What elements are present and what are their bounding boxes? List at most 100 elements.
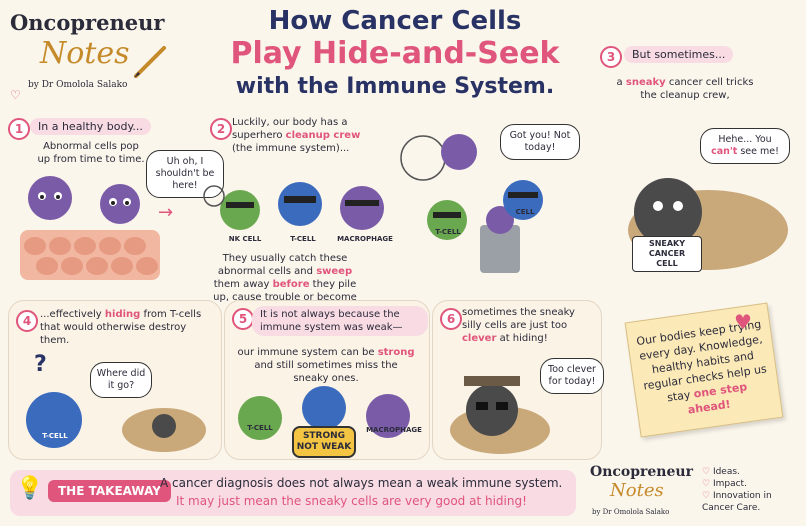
label-t-cell-p5: T-CELL xyxy=(247,424,273,432)
macrophage xyxy=(366,394,410,438)
immune-cells-illustration xyxy=(203,182,384,230)
note-emphasis: one step ahead! xyxy=(687,380,748,417)
t-cell xyxy=(26,392,82,448)
capture-scene xyxy=(400,134,543,273)
panel2-speech-bubble: Got you! Not today! xyxy=(500,124,580,160)
panel1-illustration xyxy=(20,176,160,280)
panel5-text-pre: our immune system can be xyxy=(237,347,375,358)
label-t-cell-p4: T-CELL xyxy=(42,432,68,440)
panel4-illustration xyxy=(26,392,206,452)
title-line2: Play Hide-and-Seek xyxy=(230,36,560,71)
panel3-text: a sneaky cancer cell tricks the cleanup … xyxy=(610,76,760,102)
footer-byline: by Dr Omolola Salako xyxy=(592,508,670,516)
strong-not-weak-shield: STRONG NOT WEAK xyxy=(292,426,356,458)
panel2-heading-post: (the immune system)... xyxy=(232,143,350,154)
panel6-speech-bubble: Too clever for today! xyxy=(540,358,604,394)
panel2-heading-pre: Luckily, our body has a superhero xyxy=(232,117,348,141)
panel4-heading-pre: ...effectively xyxy=(40,309,102,320)
panel1-speech-bubble: Uh oh, I shouldn't be here! xyxy=(146,150,224,198)
brand-byline: by Dr Omolola Salako xyxy=(28,80,128,90)
footer-item-ideas-text: Ideas. xyxy=(712,467,740,477)
abnormal-cell-2 xyxy=(100,184,140,224)
panel4-heading-em: hiding xyxy=(104,309,141,320)
heart-icon: ♡ xyxy=(702,491,713,501)
label-green-t-cell: T-CELL xyxy=(435,228,461,236)
nk-cell xyxy=(238,396,282,440)
title-line1: How Cancer Cells xyxy=(268,6,522,36)
panel2-text-mid: them away xyxy=(213,279,270,290)
panel2-text-em1: sweep xyxy=(316,266,353,277)
takeaway-tag: THE TAKEAWAY xyxy=(48,480,171,502)
sticky-note: Our bodies keep trying every day. Knowle… xyxy=(624,302,784,438)
panel3-speech-bubble: Hehe... You can't see me! xyxy=(700,128,790,164)
footer-item-impact: ♡ Impact. xyxy=(702,478,798,490)
panel4-speech-bubble: Where did it go? xyxy=(90,362,152,398)
panel3-bubble-pre: Hehe... You xyxy=(718,134,772,145)
heart-icon: ♥ xyxy=(734,310,752,334)
footer-item-ideas: ♡ Ideas. xyxy=(702,466,798,478)
brand-name: Oncopreneur xyxy=(10,10,165,35)
healthy-tissue xyxy=(20,230,160,280)
panel2-heading-em: cleanup crew xyxy=(285,130,361,141)
label-blue-cell: CELL xyxy=(515,208,535,216)
lightbulb-icon: 💡 xyxy=(16,476,44,501)
heart-icon: ♡ xyxy=(702,467,713,477)
footer-list: ♡ Ideas. ♡ Impact. ♡ Innovation in Cance… xyxy=(702,466,798,514)
heart-icon: ♡ xyxy=(702,479,713,489)
title-line3: with the Immune System. xyxy=(235,74,555,99)
arrow-right-icon: → xyxy=(158,202,174,223)
step-number-6: 6 xyxy=(440,308,462,330)
pen-icon xyxy=(134,46,166,78)
step-number-5: 5 xyxy=(232,308,254,330)
sneaky-cancer-cell-sign: SNEAKY CANCER CELL xyxy=(632,236,702,272)
t-cell xyxy=(302,386,346,430)
panel4-heading: ...effectively hiding from T-cells that … xyxy=(40,308,210,347)
hidden-cancer-cell xyxy=(152,414,176,438)
heart-icon: ♡ xyxy=(10,88,21,102)
panel6-heading-em: clever xyxy=(462,333,497,344)
blue-t-cell xyxy=(503,180,543,220)
takeaway-line2: It may just mean the sneaky cells are ve… xyxy=(176,494,527,508)
label-macrophage: MACROPHAGE xyxy=(337,235,393,243)
step-number-4: 4 xyxy=(16,310,38,332)
nk-cell xyxy=(220,190,260,230)
brand-notes: Notes xyxy=(40,36,130,71)
step-number-2: 2 xyxy=(210,118,232,140)
macrophage xyxy=(340,186,384,230)
panel3-heading: But sometimes... xyxy=(624,46,734,63)
net-icon xyxy=(400,135,446,181)
panel4-heading-post: from T-cells that would otherwise destro… xyxy=(40,309,202,346)
panel1-text: Abnormal cells pop up from time to time. xyxy=(37,141,145,165)
panel5-heading: It is not always because the immune syst… xyxy=(252,306,428,336)
footer-brand-name: Oncopreneur xyxy=(590,464,693,480)
question-mark: ? xyxy=(34,352,47,377)
panel3-bubble-em: can't xyxy=(711,146,738,157)
footer-brand-notes: Notes xyxy=(610,480,664,501)
panel2-heading: Luckily, our body has a superhero cleanu… xyxy=(232,116,382,155)
footer-item-impact-text: Impact. xyxy=(712,479,747,489)
step-number-1: 1 xyxy=(8,118,30,140)
label-t-cell: T-CELL xyxy=(290,235,316,243)
panel5-illustration xyxy=(238,386,410,440)
panel2-text-em2: before xyxy=(272,279,310,290)
t-cell xyxy=(278,182,322,226)
panel3-text-pre: a xyxy=(616,77,623,88)
panel5-text-em: strong xyxy=(377,347,415,358)
takeaway-line1: A cancer diagnosis does not always mean … xyxy=(160,476,563,490)
captured-cancer-cell xyxy=(441,134,477,170)
panel2-text-pre: They usually catch these abnormal cells … xyxy=(217,253,348,277)
green-t-cell xyxy=(427,200,467,240)
panel6-heading: sometimes the sneaky silly cells are jus… xyxy=(462,306,594,345)
panel6-illustration xyxy=(450,376,550,454)
hat-icon xyxy=(464,376,520,386)
panel3-text-em: sneaky xyxy=(625,77,666,88)
label-macrophage-p5: MACROPHAGE xyxy=(366,426,422,434)
panel5-text: our immune system can be strong and stil… xyxy=(236,346,416,385)
net-icon xyxy=(203,185,225,207)
panel6-heading-post: at hiding! xyxy=(499,333,548,344)
footer-item-innovation: ♡ Innovation in Cancer Care. xyxy=(702,490,798,514)
footer-item-innovation-text: Innovation in Cancer Care. xyxy=(702,491,772,513)
panel5-text-post: and still sometimes miss the sneaky ones… xyxy=(254,360,398,384)
abnormal-cell-1 xyxy=(28,176,72,220)
panel3-text-post: cancer cell tricks the cleanup crew, xyxy=(640,77,754,101)
